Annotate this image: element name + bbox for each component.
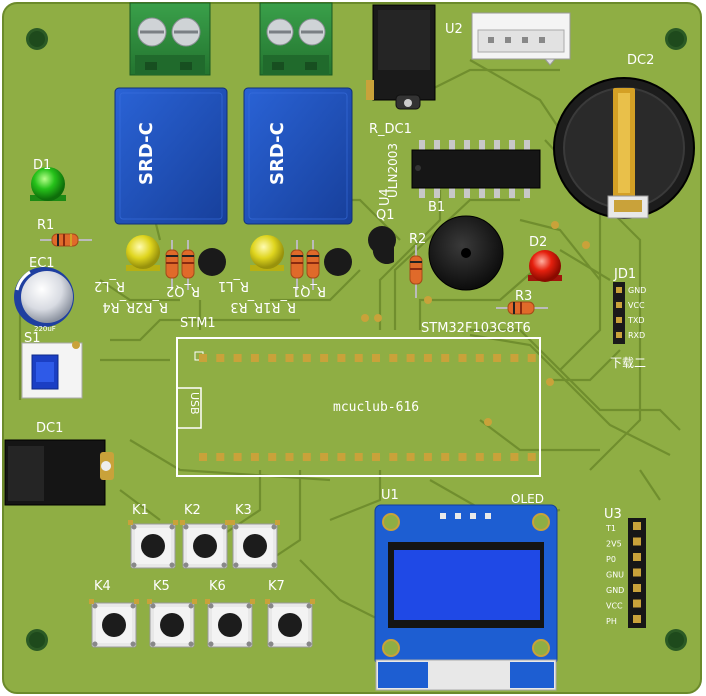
label-k3: K3 (235, 503, 252, 518)
button-k6 (205, 599, 255, 648)
label-dc2: DC2 (627, 53, 654, 68)
terminal-block-right (259, 2, 333, 76)
buzzer (428, 215, 504, 291)
transistor-q1 (368, 226, 396, 264)
oled-module (374, 504, 558, 691)
label-u4: U4 (378, 188, 393, 206)
u3-pin-label: GNU (606, 571, 624, 580)
jd1-pin-label: RXD (628, 331, 645, 340)
u2-connector (471, 12, 571, 66)
relay-left-text: SRD-C (136, 122, 157, 185)
led-d1-green (30, 167, 66, 201)
label-oled: OLED (511, 492, 544, 506)
u3-pin-label: 2V5 (606, 540, 622, 549)
label-r1: R1 (37, 218, 54, 233)
relay-right-text: SRD-C (267, 122, 288, 185)
stm32-module (176, 337, 541, 477)
label-u3: U3 (604, 507, 622, 522)
u3-header (628, 518, 646, 628)
led-d2-red (528, 250, 562, 282)
transistor-r-q2 (198, 248, 226, 276)
u3-pin-label: GND (606, 586, 624, 595)
label-q1: Q1 (376, 208, 395, 223)
label-r-l1: R_L1 (218, 278, 249, 293)
button-k5 (147, 599, 197, 648)
label-stm1: STM1 (180, 316, 216, 331)
label-k7: K7 (268, 579, 285, 594)
jd1-pin-label: VCC (628, 301, 645, 310)
jd1-header (613, 282, 625, 344)
label-usb: USB (188, 392, 201, 415)
label-u2: U2 (445, 22, 463, 37)
label-r-l2: R_L2 (94, 278, 125, 293)
label-d1: D1 (33, 158, 51, 173)
copper-traces (18, 59, 681, 621)
label-r-dc1: R_DC1 (369, 122, 412, 137)
stm32-pin-rows (199, 354, 536, 461)
label-r-r1r-r3: R_R1R_R3 (230, 299, 296, 314)
jd1-pin-label: TXD (627, 316, 645, 325)
dc-jack-dc1 (4, 439, 114, 506)
jd1-pin-label: GND (628, 286, 646, 295)
label-r2: R2 (409, 232, 426, 247)
u3-pin-label: PH (606, 617, 617, 626)
transistor-r-q1 (324, 248, 352, 276)
vias (361, 221, 590, 426)
button-k7 (265, 599, 315, 648)
label-dc1: DC1 (36, 421, 63, 436)
dc-jack-top (366, 4, 436, 110)
terminal-block-left (129, 2, 211, 76)
label-k4: K4 (94, 579, 111, 594)
led-r-l1-yellow (250, 235, 284, 271)
label-r-q1: R_Q1 (292, 283, 326, 298)
label-k2: K2 (184, 503, 201, 518)
switch-s1 (21, 341, 83, 399)
uln2003-chip (411, 140, 541, 198)
u3-pin-label: P0 (606, 555, 616, 564)
capacitor-ec1 (14, 267, 74, 327)
label-xiazai: 下载二 (610, 356, 646, 370)
coin-cell-holder (553, 77, 695, 219)
mounting-holes (26, 28, 687, 651)
label-s1: S1 (24, 331, 41, 346)
label-d2: D2 (529, 235, 547, 250)
label-uln2003: ULN2003 (386, 143, 400, 198)
label-r-q2: R_Q2 (166, 283, 200, 298)
button-k2 (180, 520, 230, 569)
button-k4 (89, 599, 139, 648)
label-mcuclub: mcuclub-616 (333, 400, 419, 415)
led-r-l2-yellow (126, 235, 160, 271)
relay-right (243, 87, 353, 225)
label-u1: U1 (381, 488, 399, 503)
label-k1: K1 (132, 503, 149, 518)
label-k6: K6 (209, 579, 226, 594)
resistors (40, 233, 548, 315)
u3-pin-label: T1 (605, 524, 616, 533)
label-ec1-value: 220uF (34, 325, 56, 333)
button-k1 (128, 520, 178, 569)
button-k3 (230, 520, 280, 569)
label-r3: R3 (515, 289, 532, 304)
relay-left (114, 87, 228, 225)
label-stm32-chip: STM32F103C8T6 (421, 321, 531, 336)
label-jd1: JD1 (613, 267, 636, 282)
label-r-r2r-r4: R_R2R_R4 (102, 299, 168, 314)
label-ec1: EC1 (29, 256, 55, 271)
tactile-buttons (89, 520, 315, 648)
label-k5: K5 (153, 579, 170, 594)
u3-pin-label: VCC (606, 602, 623, 611)
label-b1: B1 (428, 200, 445, 215)
